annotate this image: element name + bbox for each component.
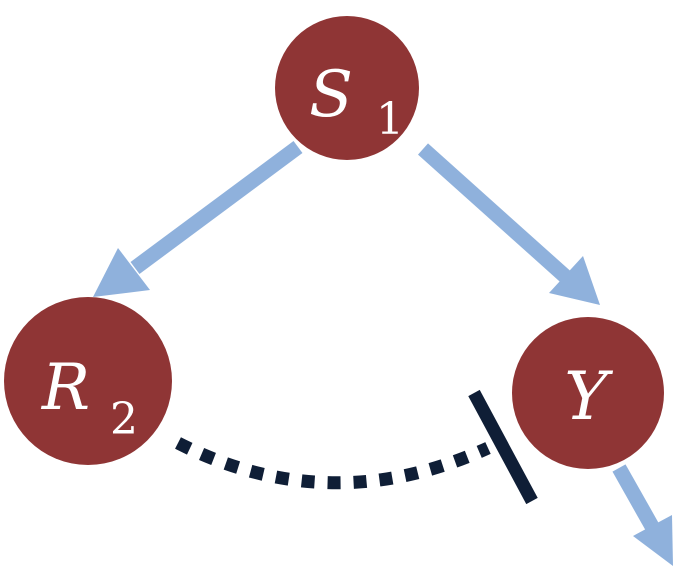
arrowhead-icon (549, 256, 600, 305)
edge-r2-inhibits-y (175, 389, 538, 505)
node-r2-subscript: 2 (110, 394, 138, 445)
node-r2: R 2 (4, 297, 172, 465)
node-y-circle (512, 317, 664, 469)
edge-s1-to-y (417, 143, 600, 305)
node-s1: S 1 (275, 16, 419, 160)
node-y: Y (512, 317, 664, 469)
edge-y-output (612, 464, 673, 566)
inhibition-bar-icon (468, 389, 538, 505)
node-s1-circle (275, 16, 419, 160)
node-r2-circle (4, 297, 172, 465)
node-s1-subscript: 1 (376, 94, 404, 145)
node-r2-label: R (41, 351, 90, 425)
node-y-label: Y (564, 358, 613, 435)
arrowhead-icon (93, 248, 150, 297)
edge-s1-to-r2 (93, 140, 303, 297)
arrowhead-icon (633, 515, 673, 566)
node-s1-label: S (309, 58, 353, 132)
